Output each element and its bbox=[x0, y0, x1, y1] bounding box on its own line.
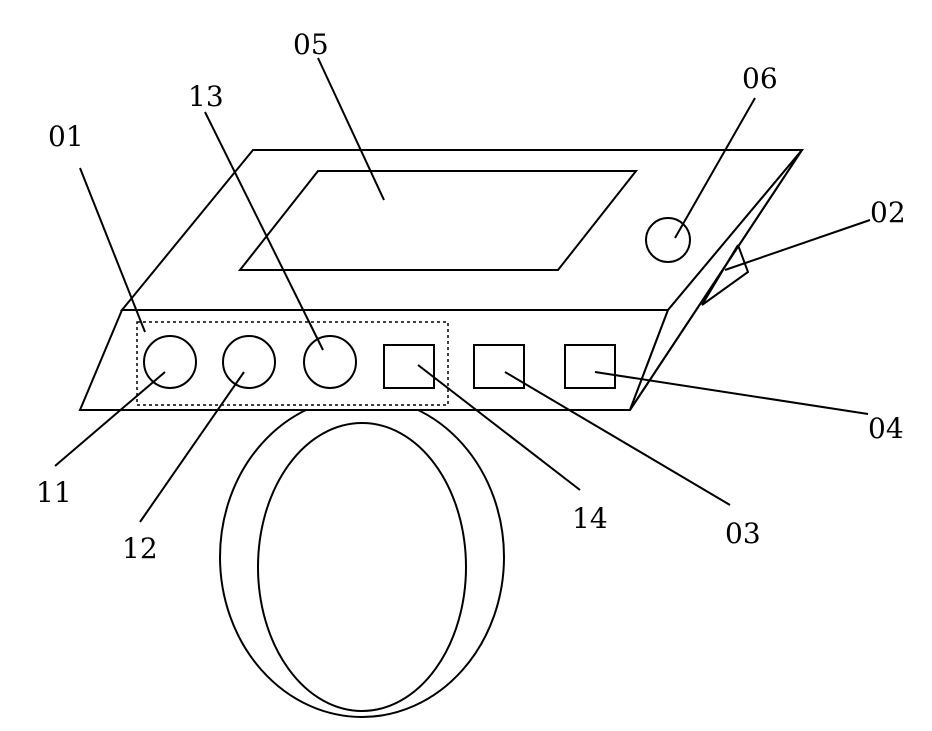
callout-06: 06 bbox=[742, 62, 778, 95]
callout-12: 12 bbox=[122, 532, 158, 565]
callout-01: 01 bbox=[48, 120, 84, 153]
ring-outer bbox=[220, 397, 504, 717]
ring-strap bbox=[220, 397, 504, 717]
device-body bbox=[80, 150, 802, 410]
callout-04: 04 bbox=[868, 412, 904, 445]
callout-05: 05 bbox=[293, 28, 329, 61]
leader-01 bbox=[80, 168, 145, 332]
callout-03: 03 bbox=[725, 517, 761, 550]
body-front-face bbox=[80, 310, 668, 410]
callout-11: 11 bbox=[36, 476, 72, 509]
callout-14: 14 bbox=[572, 502, 608, 535]
ring-inner bbox=[258, 423, 466, 711]
callout-13: 13 bbox=[188, 80, 224, 113]
callout-02: 02 bbox=[870, 196, 906, 229]
